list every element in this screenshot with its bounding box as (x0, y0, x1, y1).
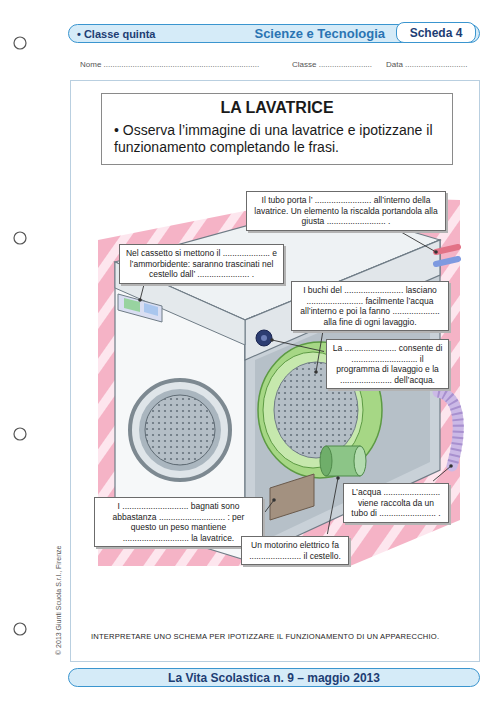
fill-in-sentence: L’acqua ........................ viene r… (349, 487, 443, 519)
binder-hole (14, 428, 26, 440)
counterweight (270, 474, 314, 520)
motor-end (320, 446, 332, 476)
name-field-holder: Nome ...................................… (80, 60, 288, 69)
drawer-compartment (144, 303, 158, 316)
leader-line (140, 286, 144, 301)
callout-box: La ...................... consente di ..… (326, 339, 449, 389)
dial (256, 330, 272, 346)
fill-in-sentence: I ............................ bagnati s… (100, 501, 257, 543)
callout-box: Il tubo porta l’ .......................… (246, 191, 446, 231)
sheet-number: Scheda 4 (410, 26, 463, 40)
class-field: Classe ........................ (292, 60, 384, 69)
drawer-compartment (124, 298, 140, 312)
footer-bar: La Vita Scolastica n. 9 – maggio 2013 (68, 668, 480, 687)
header-bar: • Classe quinta Scienze e Tecnologia Sched… (68, 24, 480, 43)
leader-dot (270, 338, 274, 342)
leader-dot (336, 476, 340, 480)
leader-line (265, 500, 274, 512)
callout-box: I ............................ bagnati s… (94, 497, 263, 547)
fill-in-sentence: Un motorino elettrico fa ...............… (247, 540, 343, 561)
subject-title: Scienze e Tecnologia (254, 26, 385, 41)
leader-line (316, 333, 323, 372)
leader-dot (272, 498, 276, 502)
class-field-holder: Classe ........................ (292, 60, 384, 69)
drum-front (145, 395, 215, 465)
hot-water-hose (436, 247, 458, 252)
leader-dot (434, 250, 438, 254)
content-panel: INTERPRETARE UNO SCHEMA PER IPOTIZZARE I… (70, 80, 480, 662)
leader-dot (314, 370, 318, 374)
name-field: Nome ...................................… (80, 60, 288, 69)
water-hose (436, 259, 458, 264)
drain-hose (438, 392, 458, 466)
door-ring (130, 380, 230, 480)
sheet-tab: Scheda 4 (396, 22, 476, 43)
magazine-issue: La Vita Scolastica n. 9 – maggio 2013 (168, 671, 380, 685)
callout-box: Nel cassetto si mettono il .............… (119, 244, 284, 284)
fill-in-sentence: I buchi del ......................... la… (297, 285, 443, 327)
detergent-drawer (118, 294, 162, 322)
binder-hole (14, 37, 26, 49)
callout-box: I buchi del ......................... la… (291, 281, 449, 331)
door-glass (139, 389, 221, 471)
leader-dot (138, 298, 142, 302)
class-level: • Classe quinta (77, 28, 155, 40)
date-field-holder: Data ............................ (386, 60, 480, 69)
binder-holes (14, 37, 26, 635)
callout-box: Un motorino elettrico fa ...............… (241, 536, 349, 565)
instruction: • Osserva l’immagine di una lavatrice e … (114, 122, 440, 156)
leader-dot (449, 464, 453, 468)
copyright-note-holder: © 2013 Giunti Scuola S.r.l., Firenze (55, 546, 62, 655)
fill-in-sentence: Nel cassetto si mettono il .............… (125, 248, 278, 280)
leader-line (272, 340, 324, 352)
leader-line (327, 478, 338, 534)
fill-in-sentence: Il tubo porta l’ .......................… (252, 195, 440, 227)
title-box: LA LAVATRICE • Osserva l’immagine di una … (101, 93, 453, 165)
pink-backdrop (98, 196, 460, 566)
callout-box: L’acqua ........................ viene r… (343, 483, 449, 523)
worksheet-title: LA LAVATRICE (114, 98, 440, 118)
copyright-note: © 2013 Giunti Scuola S.r.l., Firenze (55, 546, 62, 655)
leader-line (402, 233, 436, 253)
binder-hole (14, 623, 26, 635)
date-field: Data ............................ (386, 60, 480, 69)
binder-hole (14, 232, 26, 244)
motor-end (354, 446, 366, 476)
learning-goal: INTERPRETARE UNO SCHEMA PER IPOTIZZARE I… (91, 632, 463, 642)
leader-line (433, 466, 451, 481)
dial-center (261, 335, 267, 341)
fill-in-sentence: La ...................... consente di ..… (332, 343, 443, 385)
drain-hose-ribs (438, 392, 458, 466)
